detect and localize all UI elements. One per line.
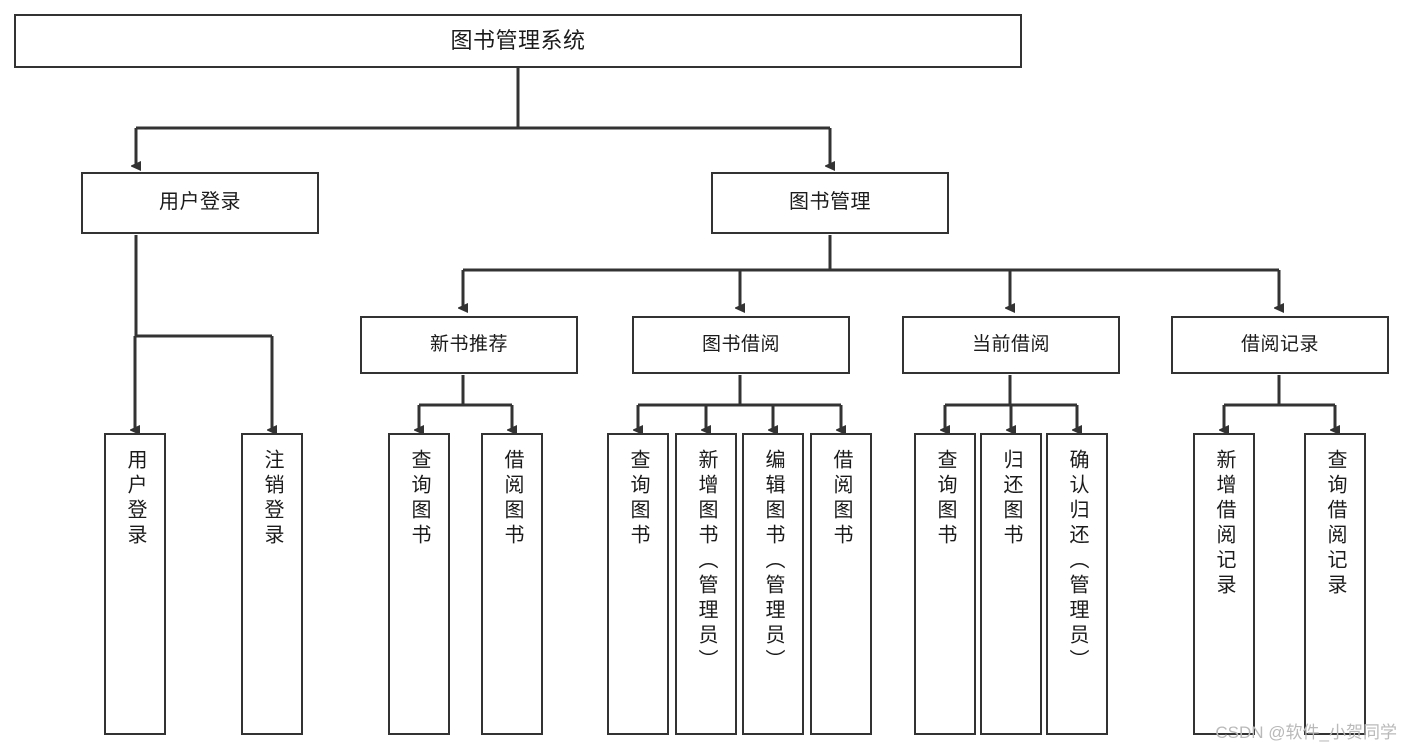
leaf-current-confirm-return-admin[interactable]: 确认归还（管理员）: [1046, 433, 1108, 735]
node-label: 用户登录: [124, 449, 146, 549]
leaf-new-book-borrow-book[interactable]: 借阅图书: [481, 433, 543, 735]
node-label: 借阅记录: [1240, 333, 1319, 355]
leaf-borrow-borrow-book[interactable]: 借阅图书: [810, 433, 872, 735]
node-new-book-recommendation[interactable]: 新书推荐: [360, 316, 578, 374]
node-label: 借阅图书: [501, 449, 523, 549]
leaf-borrow-query-book[interactable]: 查询图书: [607, 433, 669, 735]
node-label: 查询图书: [627, 449, 649, 549]
node-label: 归还图书: [1000, 449, 1022, 549]
leaf-record-add-record[interactable]: 新增借阅记录: [1193, 433, 1255, 735]
leaf-new-book-query-book[interactable]: 查询图书: [388, 433, 450, 735]
csdn-watermark: CSDN @软件_小贺同学: [1215, 723, 1397, 742]
node-label: 借阅图书: [830, 449, 852, 549]
leaf-borrow-edit-book-admin[interactable]: 编辑图书（管理员）: [742, 433, 804, 735]
node-label: 图书借阅: [701, 333, 780, 355]
leaf-borrow-add-book-admin[interactable]: 新增图书（管理员）: [675, 433, 737, 735]
node-label: 确认归还（管理员）: [1066, 449, 1088, 674]
node-borrowing-records[interactable]: 借阅记录: [1171, 316, 1389, 374]
node-label: 图书管理: [789, 191, 871, 214]
leaf-current-query-book[interactable]: 查询图书: [914, 433, 976, 735]
leaf-current-return-book[interactable]: 归还图书: [980, 433, 1042, 735]
node-label: 查询借阅记录: [1324, 449, 1346, 599]
node-label: 新增借阅记录: [1213, 449, 1235, 599]
node-current-borrowing[interactable]: 当前借阅: [902, 316, 1120, 374]
node-label: 图书管理系统: [450, 28, 586, 54]
node-label: 注销登录: [261, 449, 283, 549]
node-label: 查询图书: [934, 449, 956, 549]
node-label: 用户登录: [159, 191, 241, 214]
node-label: 新书推荐: [429, 333, 508, 355]
leaf-record-query-record[interactable]: 查询借阅记录: [1304, 433, 1366, 735]
node-label: 当前借阅: [971, 333, 1050, 355]
node-label: 查询图书: [408, 449, 430, 549]
leaf-user-login-logout[interactable]: 注销登录: [241, 433, 303, 735]
node-book-management[interactable]: 图书管理: [711, 172, 949, 234]
node-user-login[interactable]: 用户登录: [81, 172, 319, 234]
node-root-book-management-system[interactable]: 图书管理系统: [14, 14, 1022, 68]
node-book-borrowing[interactable]: 图书借阅: [632, 316, 850, 374]
node-label: 编辑图书（管理员）: [762, 449, 784, 674]
node-label: 新增图书（管理员）: [695, 449, 717, 674]
leaf-user-login-login[interactable]: 用户登录: [104, 433, 166, 735]
